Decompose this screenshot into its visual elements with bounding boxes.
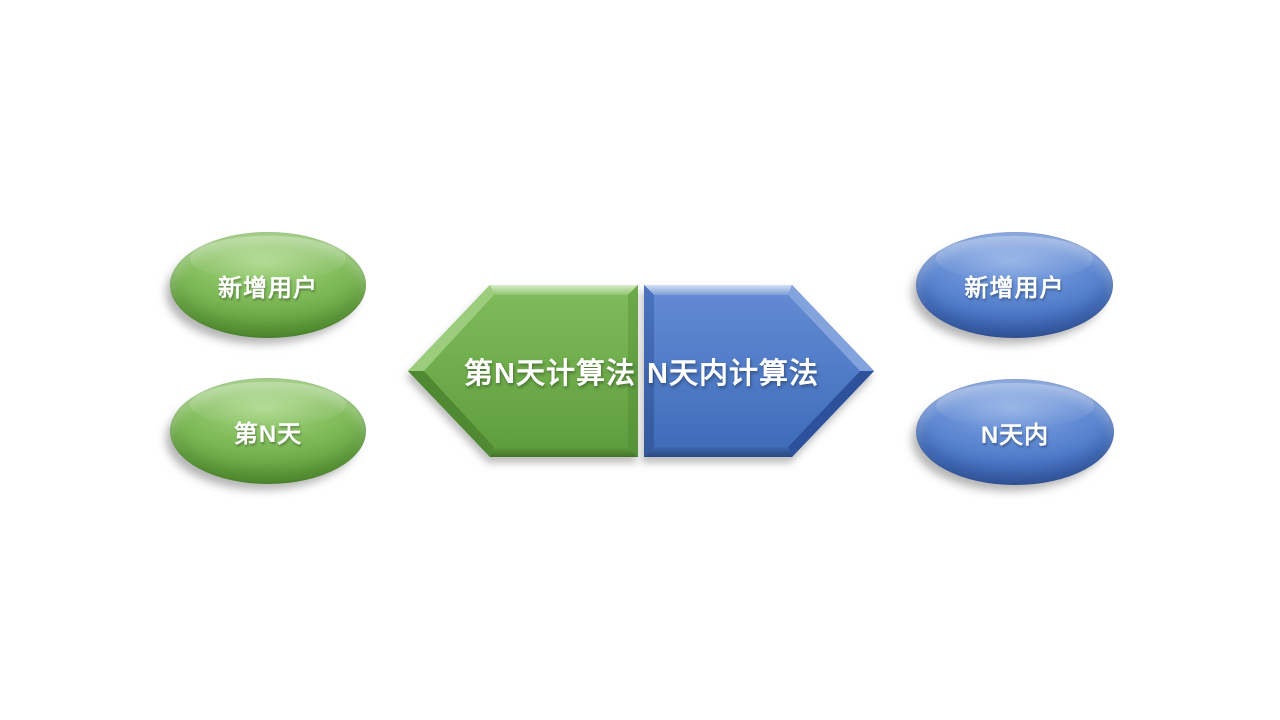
ellipse-day-n: 第N天 — [170, 378, 366, 484]
right-pointing-arrow-shape — [644, 285, 874, 457]
left-pointing-arrow-shape — [408, 285, 638, 457]
ellipse-label: N天内 — [980, 421, 1050, 449]
arrow-within-n-days-method: N天内计算法 — [644, 285, 874, 457]
ellipse-label: 第N天 — [233, 420, 303, 448]
ellipse-new-users-right: 新增用户 — [916, 232, 1113, 338]
ellipse-label: 新增用户 — [218, 274, 318, 302]
ellipse-within-n-days: N天内 — [916, 379, 1114, 485]
arrow-label: 第N天计算法 — [464, 358, 636, 390]
arrow-day-n-method: 第N天计算法 — [408, 285, 638, 457]
arrow-label: N天内计算法 — [647, 358, 819, 390]
ellipse-new-users-left: 新增用户 — [170, 232, 366, 338]
ellipse-label: 新增用户 — [964, 274, 1065, 302]
